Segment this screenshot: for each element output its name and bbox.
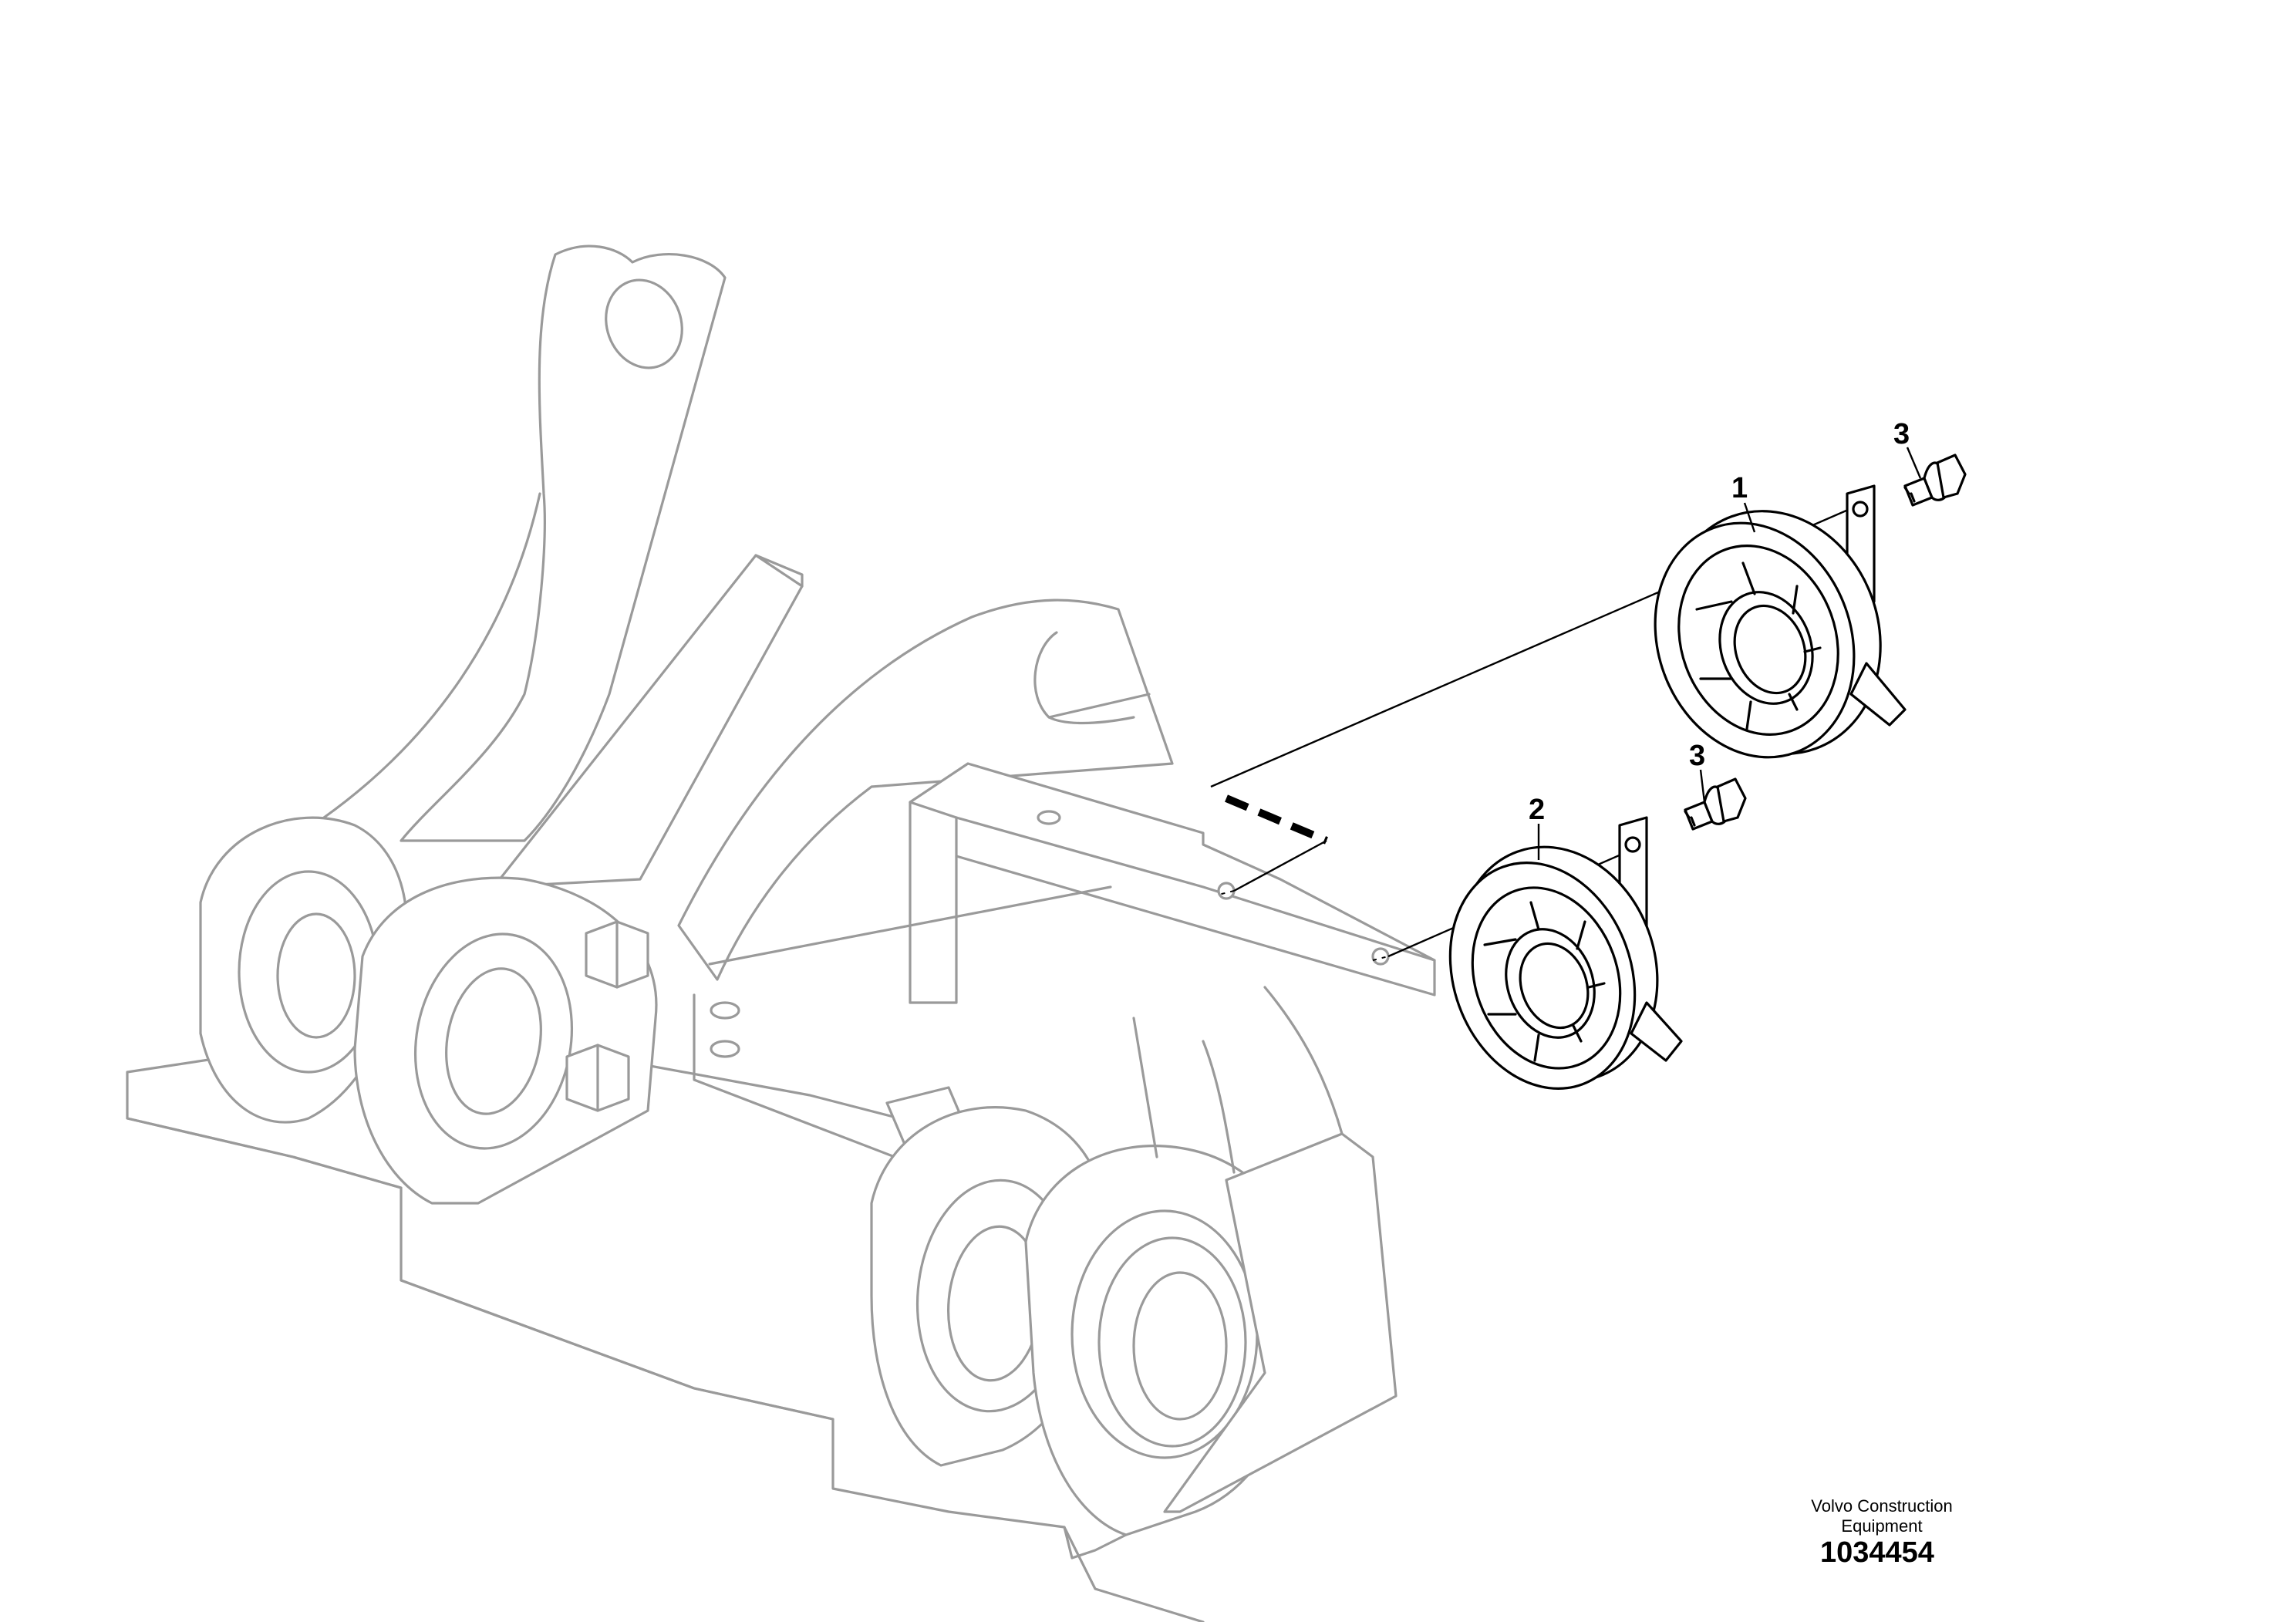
horn-icon — [1448, 816, 1683, 1090]
bolt-lower-head — [1716, 777, 1747, 823]
bracket-hole-left — [1037, 810, 1061, 825]
drawing-number: 1034454 — [1820, 1536, 1934, 1569]
machine-chassis — [126, 244, 1436, 1622]
hidden-route-indicator — [1225, 794, 1328, 845]
chassis-arm-pin-hole — [605, 278, 683, 369]
callout-3-upper: 3 — [1893, 418, 1910, 450]
chassis-boom-arm-inner — [492, 554, 804, 889]
horn-2-strap-hole — [1624, 836, 1641, 853]
horn-2-terminal — [1630, 1001, 1683, 1062]
chassis-right-end-block — [1163, 1132, 1397, 1513]
horn-1-spiral-ribs — [1695, 561, 1822, 730]
manufacturer-line-1: Volvo Construction — [1811, 1496, 1953, 1516]
callout-3-lower-leader — [1699, 769, 1706, 803]
bracket-hole-right — [1371, 947, 1390, 966]
horn-icon — [1654, 484, 1907, 759]
chassis-right-outer-bore — [1132, 1271, 1228, 1421]
chassis-center-lug-bore — [445, 967, 542, 1115]
callout-3-lower: 3 — [1689, 740, 1705, 772]
callout-2: 2 — [1529, 794, 1545, 826]
callout-1: 1 — [1731, 472, 1748, 504]
horn-1-terminal — [1849, 662, 1907, 727]
chassis-rear-curved-frame — [677, 599, 1174, 981]
chassis-boom-arm-left — [400, 244, 727, 842]
manufacturer-name: Volvo Construction Equipment — [1782, 1496, 1982, 1536]
bolt-upper-head — [1936, 454, 1967, 499]
manufacturer-line-2: Equipment — [1841, 1516, 1923, 1536]
flange-bolt-icon — [1903, 454, 1967, 507]
chassis-left-lug-bore — [276, 912, 356, 1039]
horn-mounting-bracket — [909, 762, 1436, 1004]
horn-2-spiral-ribs — [1483, 901, 1606, 1062]
callout-3-upper-leader — [1906, 447, 1922, 479]
flange-bolt-icon — [1684, 777, 1747, 831]
callout-1-leader — [1743, 502, 1756, 533]
horn-1-strap-hole — [1852, 501, 1869, 518]
